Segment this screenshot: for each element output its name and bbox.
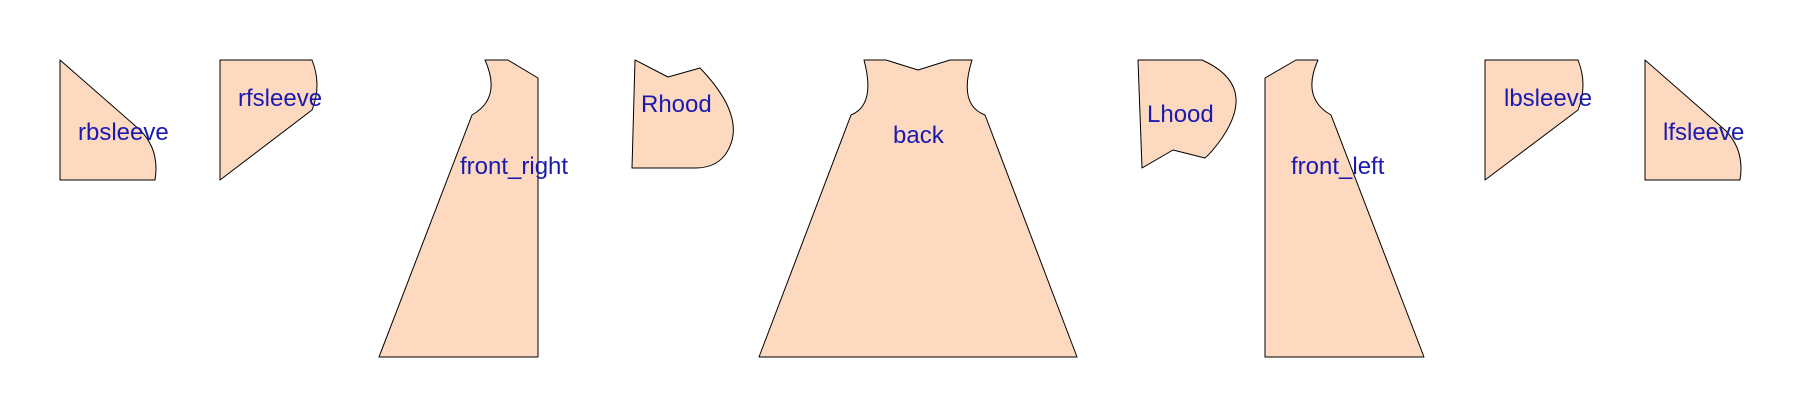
piece-front_right: front_right xyxy=(378,59,568,358)
piece-lbsleeve: lbsleeve xyxy=(1484,59,1592,181)
piece-back-shape xyxy=(758,59,1078,358)
piece-front_left-label: front_left xyxy=(1291,153,1385,180)
piece-rfsleeve-shape xyxy=(219,59,318,181)
piece-Rhood-label: Rhood xyxy=(641,91,712,118)
piece-lfsleeve-label: lfsleeve xyxy=(1663,119,1744,146)
piece-Lhood: Lhood xyxy=(1137,59,1237,169)
piece-rfsleeve-label: rfsleeve xyxy=(238,85,322,112)
piece-lfsleeve: lfsleeve xyxy=(1644,59,1744,181)
piece-rbsleeve-label: rbsleeve xyxy=(78,119,169,146)
piece-Rhood: Rhood xyxy=(631,59,734,169)
piece-rbsleeve-shape xyxy=(59,59,157,181)
piece-lfsleeve-shape xyxy=(1644,59,1742,181)
piece-back-label: back xyxy=(893,122,945,149)
piece-lbsleeve-shape xyxy=(1484,59,1584,181)
piece-front_right-shape xyxy=(378,59,539,358)
piece-rbsleeve: rbsleeve xyxy=(59,59,169,181)
piece-front_right-label: front_right xyxy=(460,153,568,180)
piece-rfsleeve: rfsleeve xyxy=(219,59,322,181)
piece-front_left: front_left xyxy=(1264,59,1425,358)
piece-back: back xyxy=(758,59,1078,358)
piece-Lhood-shape xyxy=(1137,59,1237,169)
piece-Rhood-shape xyxy=(631,59,734,169)
piece-Lhood-label: Lhood xyxy=(1147,101,1214,128)
piece-front_left-shape xyxy=(1264,59,1425,358)
piece-lbsleeve-label: lbsleeve xyxy=(1504,85,1592,112)
